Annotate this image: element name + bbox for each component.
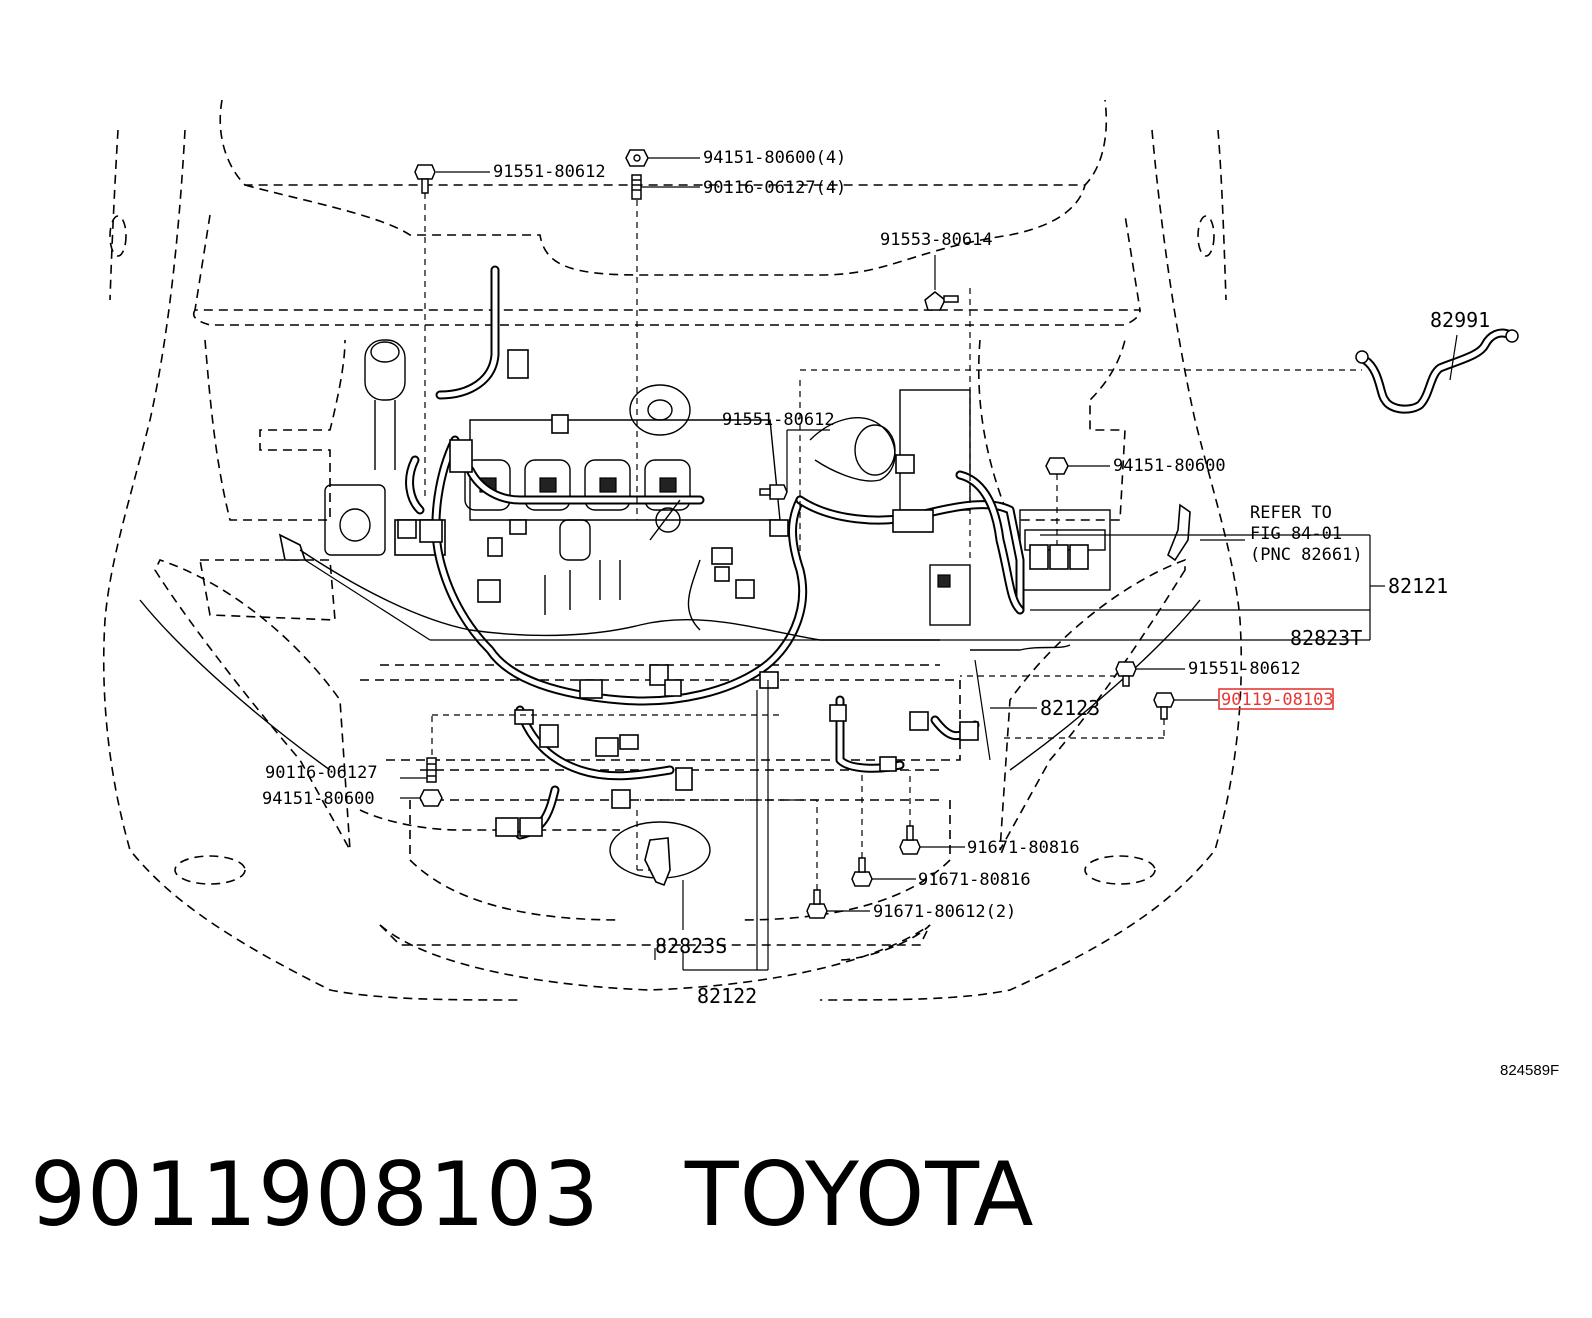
engine-assembly — [278, 339, 1111, 626]
battery-cable-82991 — [1355, 328, 1519, 414]
callouts: 91551-80612 94151-80600(4) 90116-06127(4… — [262, 148, 1559, 1079]
stud-90116-06127-4 — [631, 174, 642, 200]
figure-id: 824589F — [1500, 1062, 1559, 1079]
callout-82823T[interactable]: 82823T — [1290, 626, 1362, 650]
bracket-82823S — [644, 837, 671, 887]
highlight-box — [1218, 688, 1334, 710]
callout-90116-06127-left[interactable]: 90116-06127 — [265, 763, 378, 783]
callout-91671-80816-b[interactable]: 91671-80816 — [918, 870, 1031, 890]
callout-91671-80816-a[interactable]: 91671-80816 — [967, 838, 1080, 858]
callout-91553-80614[interactable]: 91553-80614 — [880, 230, 993, 250]
callout-91671-80612-2[interactable]: 91671-80612(2) — [873, 902, 1016, 922]
part-number: 9011908103 — [30, 1143, 600, 1246]
callout-91551-80612-mid[interactable]: 91551-80612 — [722, 410, 835, 430]
callout-91551-80612-top[interactable]: 91551-80612 — [493, 162, 606, 182]
callout-82122[interactable]: 82122 — [697, 984, 757, 1008]
bolt-91671-80816-b — [851, 857, 873, 887]
bolt-91551-80612-mid — [759, 484, 788, 500]
nut-94151-80600-4 — [625, 149, 649, 167]
callout-90119-08103[interactable]: 90119-08103 — [1221, 690, 1334, 710]
bolt-90119-08103 — [1153, 692, 1175, 720]
callout-90116-06127-4[interactable]: 90116-06127(4) — [703, 178, 846, 198]
callout-82123[interactable]: 82123 — [1040, 696, 1100, 720]
bolt-91553-80614 — [924, 291, 959, 311]
footer-caption: 9011908103 TOYOTA — [30, 1140, 1034, 1250]
bolt-91671-80612-2 — [806, 889, 828, 919]
callout-82121[interactable]: 82121 — [1388, 574, 1448, 598]
callout-94151-80600-4[interactable]: 94151-80600(4) — [703, 148, 846, 168]
bolt-91671-80816-a — [899, 825, 921, 855]
callout-94151-80600-left[interactable]: 94151-80600 — [262, 789, 375, 809]
refer-note-line3: (PNC 82661) — [1250, 545, 1363, 565]
callout-94151-80600-right[interactable]: 94151-80600 — [1113, 456, 1226, 476]
bolt-91551-80612-top — [414, 164, 436, 194]
refer-note-line1: REFER TO — [1250, 503, 1332, 523]
bolt-91551-80612-right — [1115, 661, 1137, 687]
callout-82991[interactable]: 82991 — [1430, 308, 1490, 332]
leader-lines — [304, 157, 1458, 971]
nut-94151-80600-right — [1045, 457, 1069, 475]
harness-bundle — [299, 265, 1089, 840]
bracket-82661 — [1167, 503, 1191, 562]
refer-note-line2: FIG 84-01 — [1250, 524, 1342, 544]
stud-90116-06127-left — [426, 757, 437, 783]
callout-82823S[interactable]: 82823S — [655, 934, 727, 958]
callout-91551-80612-right[interactable]: 91551-80612 — [1188, 659, 1301, 679]
nut-94151-80600-left — [419, 789, 443, 807]
brand-name: TOYOTA — [684, 1143, 1035, 1246]
